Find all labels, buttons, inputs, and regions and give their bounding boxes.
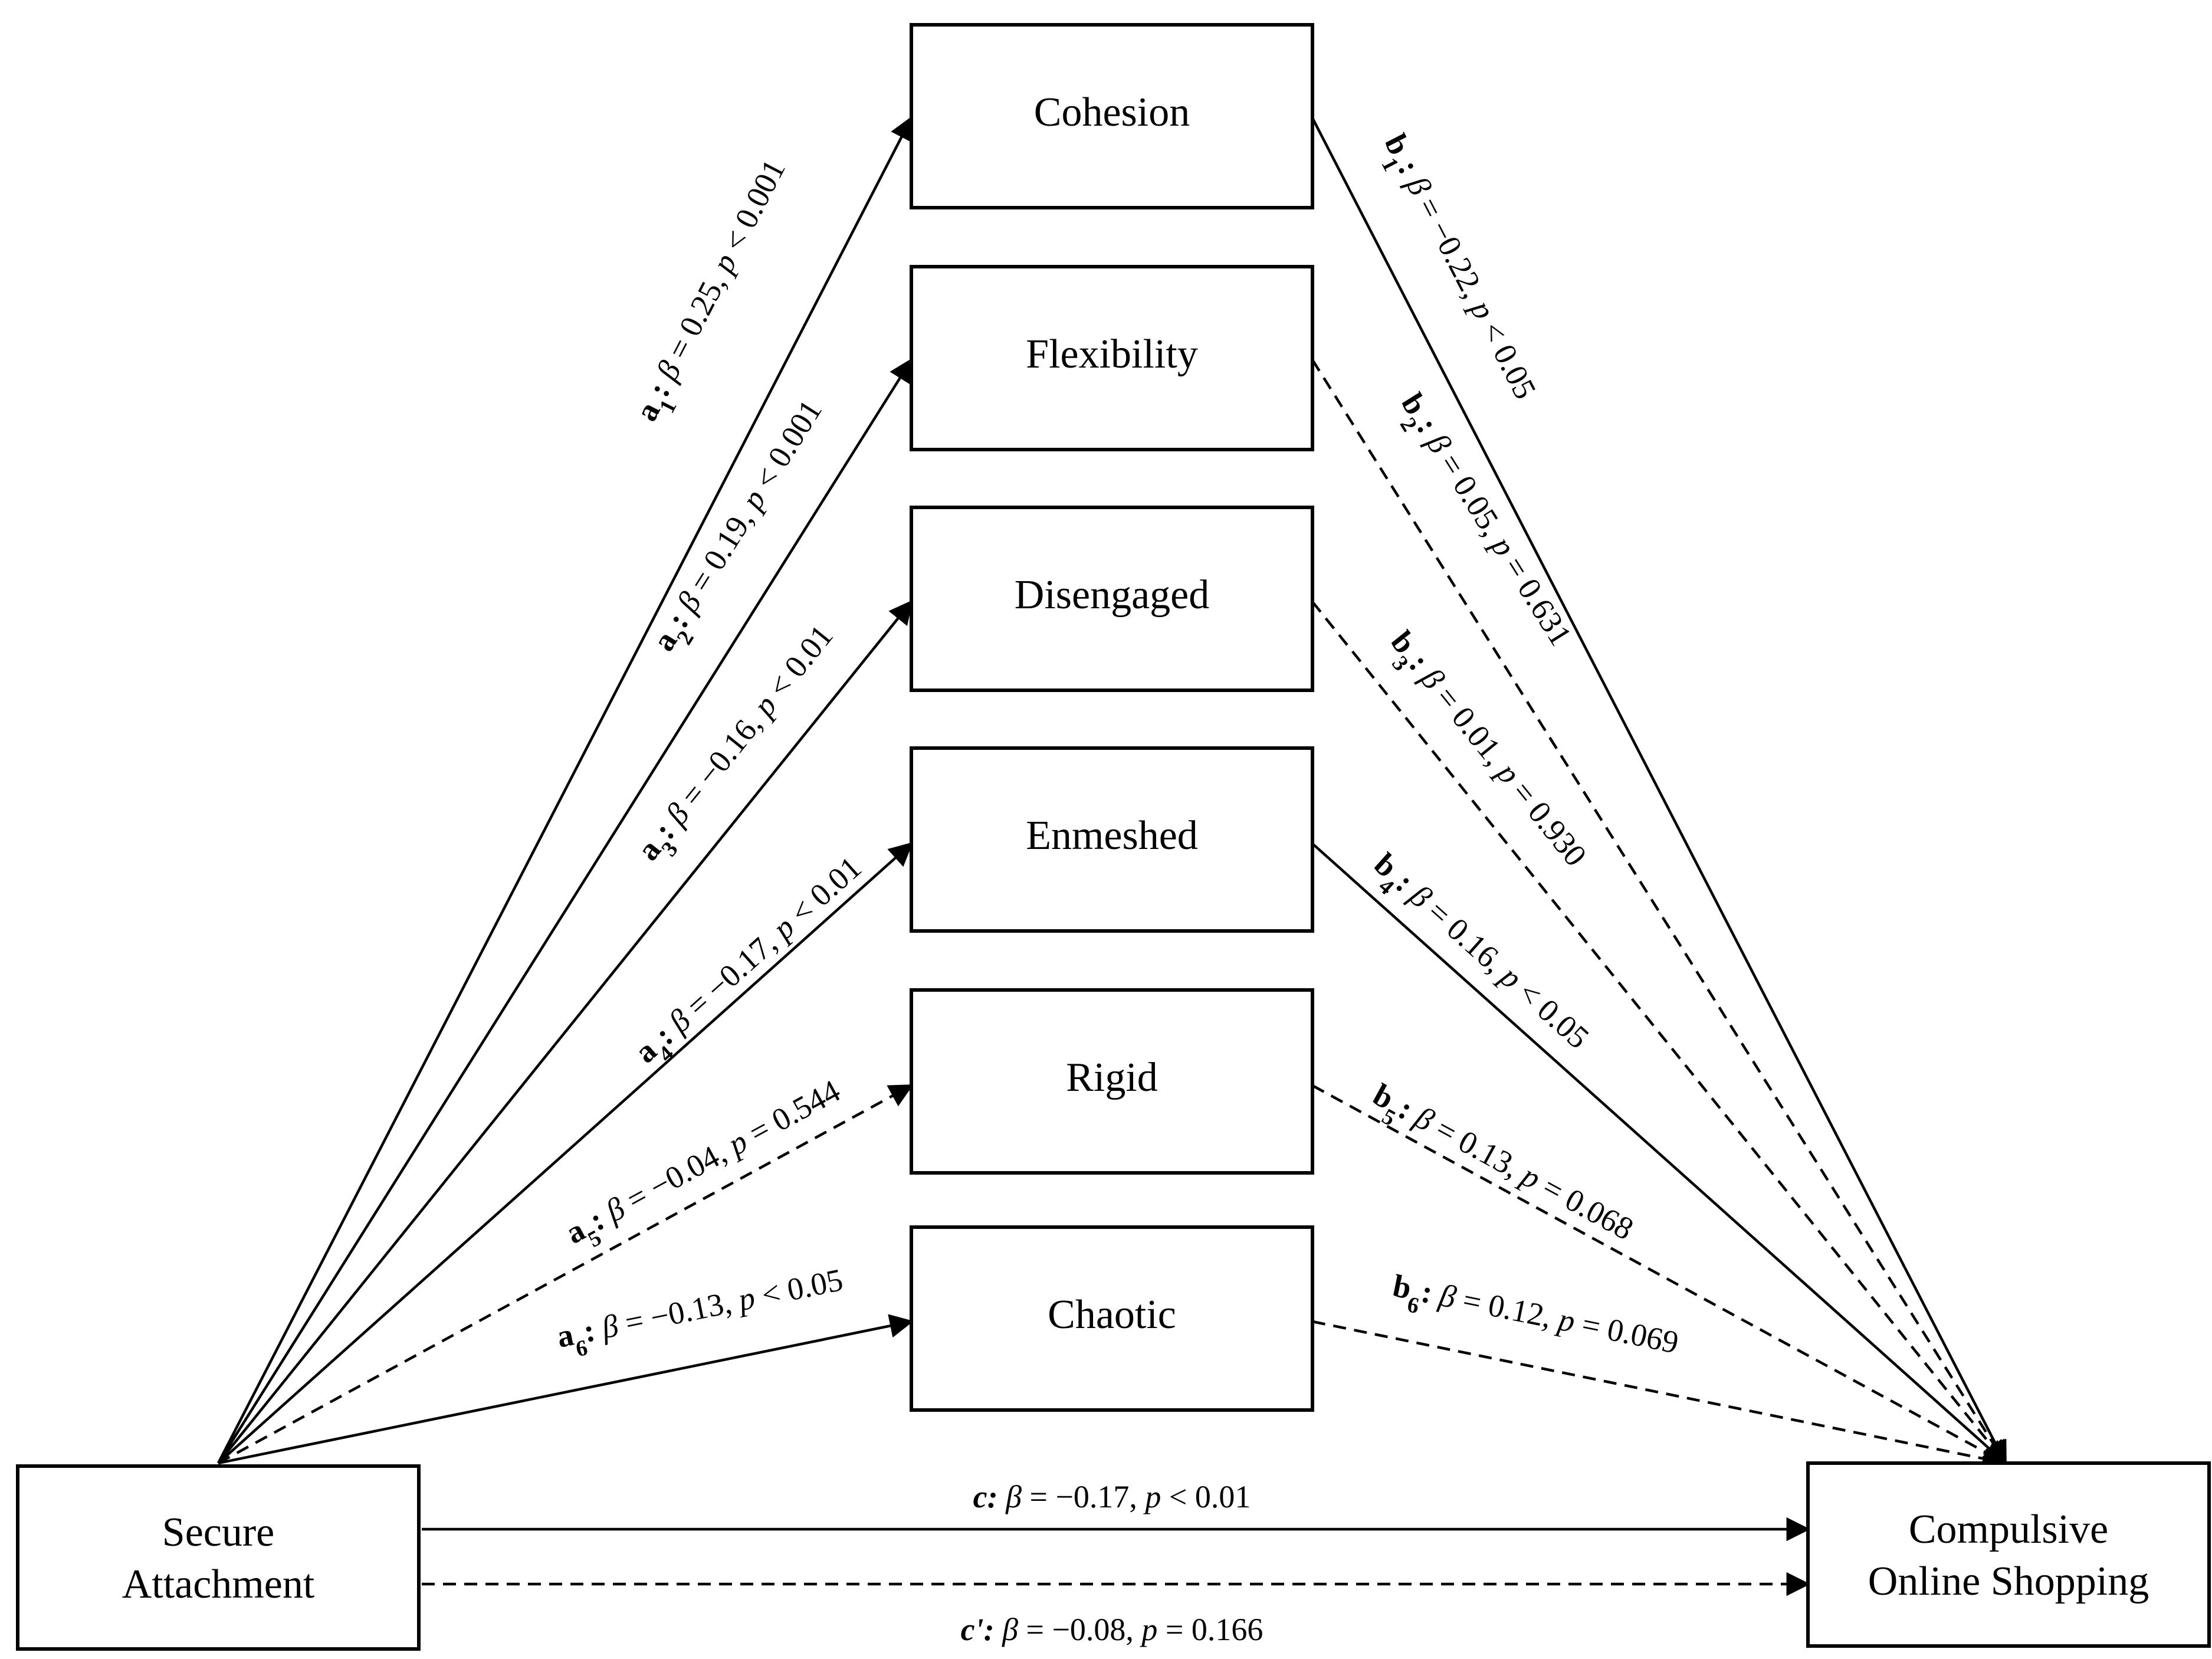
path-b6-line (1312, 1320, 2008, 1471)
beta-value: = 0.01, (1424, 674, 1518, 778)
chaotic-label: Chaotic (1048, 1292, 1176, 1337)
beta-value: = −0.08, (1018, 1612, 1141, 1647)
node-label-line: Compulsive (1909, 1507, 2108, 1552)
edge-colon: : (984, 1612, 1002, 1647)
boxes: Cohesion Flexibility Disengaged Enmeshed… (16, 23, 2211, 1651)
p-value: < 0.001 (743, 394, 829, 501)
node-rigid: Rigid (910, 988, 1314, 1175)
path-b2-line (1311, 359, 2007, 1465)
p-symbol: p (1143, 1479, 1161, 1514)
path-a3-label: a3: β = −0.16, p < 0.01 (630, 618, 848, 874)
path-b4-label: b4: β = 0.16, p < 0.05 (1361, 846, 1596, 1063)
beta-value: = 0.16, (1415, 888, 1517, 985)
path-b5-label: b5: β = 0.13, p = 0.068 (1362, 1077, 1639, 1256)
path-a4-label: a4: β = −0.17, p < 0.01 (628, 850, 875, 1078)
p-value: = 0.631 (1493, 543, 1579, 651)
path-b4-line (1311, 842, 2008, 1465)
path-a4-line (217, 842, 914, 1464)
path-b1-label: b1: β = −0.22, p < 0.05 (1368, 129, 1544, 409)
p-value: < 0.01 (756, 618, 840, 710)
node-disengaged: Disengaged (910, 506, 1314, 692)
beta-value: = −0.16, (669, 700, 774, 819)
path-a6-line (218, 1314, 914, 1465)
beta-value: = −0.04, (613, 1131, 739, 1221)
node-enmeshed: Enmeshed (910, 746, 1314, 933)
path-b5-line (1311, 1084, 2008, 1464)
beta-value: = 0.12, (1452, 1280, 1563, 1336)
edge-colon: : (987, 1479, 1006, 1514)
path-a1-label: a1: β = 0.25, p < 0.001 (628, 154, 802, 432)
p-value: = 0.166 (1157, 1612, 1263, 1647)
p-value: = 0.069 (1571, 1304, 1681, 1360)
path-a5-line (217, 1084, 914, 1464)
cohesion-label: Cohesion (1034, 90, 1190, 135)
rigid-label: Rigid (1066, 1055, 1158, 1100)
enmeshed-label: Enmeshed (1026, 813, 1198, 858)
p-value: < 0.05 (1505, 969, 1596, 1055)
path-a1-line (216, 116, 913, 1464)
path-b1-line (1311, 117, 2007, 1465)
p-value: < 0.001 (712, 154, 792, 264)
node-label-line: Secure (162, 1510, 274, 1555)
path-b6-label: b6: β = 0.12, p = 0.069 (1388, 1268, 1682, 1371)
path-c-prime-label: c': β = −0.08, p = 0.166 (961, 1612, 1263, 1647)
disengaged-label: Disengaged (1015, 572, 1209, 618)
p-value: < 0.05 (751, 1262, 846, 1314)
edge-id: c' (961, 1612, 984, 1647)
edges (216, 116, 2008, 1596)
beta-value: = −0.13, (614, 1283, 742, 1343)
beta-value: = −0.17, (674, 920, 789, 1028)
path-b3-label: b3: β = 0.01, p = 0.930 (1376, 624, 1593, 880)
beta-value: = 0.19, (678, 497, 764, 605)
path-a2-line (217, 358, 913, 1464)
node-cohesion: Cohesion (910, 23, 1314, 209)
path-c-label: c: β = −0.17, p < 0.01 (973, 1479, 1251, 1514)
beta-symbol: β (1005, 1479, 1022, 1514)
beta-value: = −0.17, (1022, 1479, 1145, 1514)
node-label-line: Online Shopping (1868, 1559, 2149, 1604)
edge-id: a (554, 1317, 576, 1355)
path-a5-label: a5: β = −0.04, p = 0.544 (560, 1073, 851, 1260)
p-symbol: p (1139, 1612, 1157, 1647)
path-b3-line (1311, 601, 2007, 1465)
node-chaotic: Chaotic (910, 1225, 1314, 1412)
beta-value: = 0.25, (657, 262, 736, 372)
node-flexibility: Flexibility (910, 265, 1314, 451)
path-a6-label: a6: β = −0.13, p < 0.05 (554, 1262, 848, 1365)
beta-value: = −0.22, (1407, 185, 1495, 311)
p-value: < 0.05 (1471, 309, 1543, 405)
p-value: < 0.01 (1161, 1479, 1251, 1514)
beta-value: = 0.13, (1423, 1107, 1532, 1188)
flexibility-label: Flexibility (1026, 332, 1198, 377)
beta-value: = 0.05, (1428, 441, 1514, 549)
beta-symbol: β (1002, 1612, 1018, 1647)
edge-id: c (973, 1479, 987, 1514)
p-value: = 0.544 (736, 1073, 846, 1154)
node-label-line: Attachment (122, 1562, 315, 1607)
path-a3-line (217, 599, 913, 1464)
